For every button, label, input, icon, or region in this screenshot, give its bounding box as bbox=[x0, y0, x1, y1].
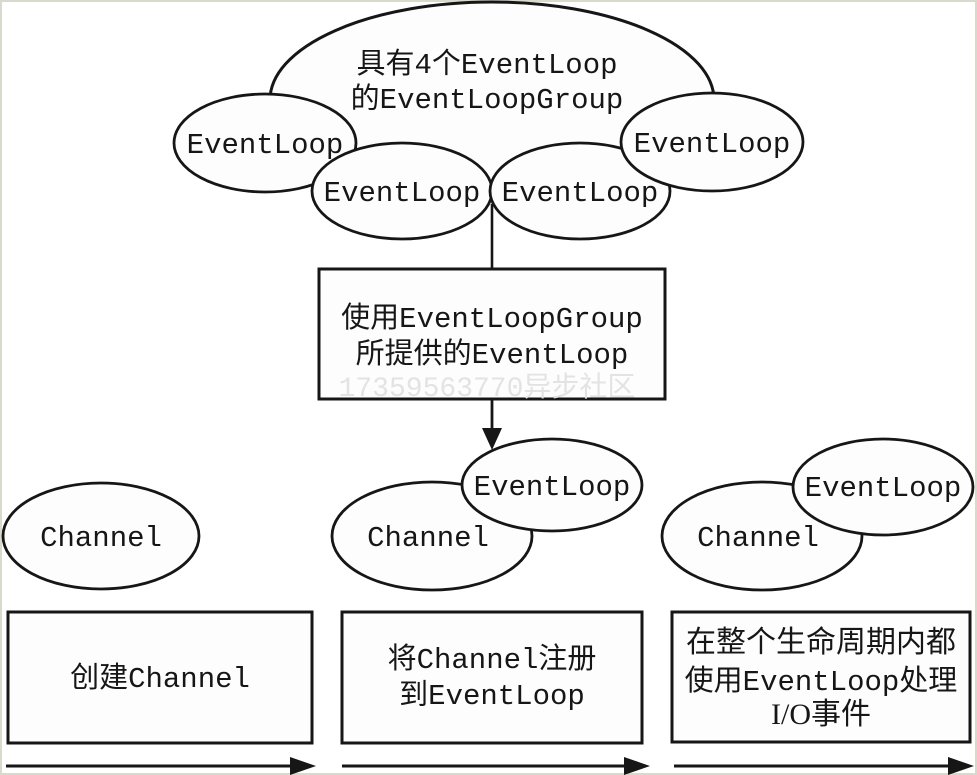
eventloop-label-2: EventLoop bbox=[324, 177, 481, 210]
watermark-text: 17359563770异步社区 bbox=[339, 371, 636, 405]
eventloop-label-1: EventLoop bbox=[187, 129, 344, 162]
stage1-channel-label: Channel bbox=[40, 522, 162, 555]
stage2-eventloop-ellipse bbox=[460, 437, 644, 533]
stage3-caption-line2: 使用EventLoop处理 bbox=[685, 664, 958, 699]
provider-box-line1: 使用EventLoopGroup bbox=[341, 301, 643, 336]
eventloop-label-4: EventLoop bbox=[634, 128, 791, 161]
stage2-channel-label: Channel bbox=[367, 522, 489, 555]
eventloop-ellipse-1 bbox=[172, 92, 358, 194]
stage3-eventloop-label: EventLoop bbox=[805, 472, 962, 505]
box-to-eventloop-arrowhead bbox=[482, 428, 502, 450]
eventloop-label-3: EventLoop bbox=[502, 177, 659, 210]
timeline-arrow-1-head bbox=[290, 757, 316, 775]
stage2-caption-box bbox=[340, 610, 644, 745]
timeline-arrow-3-head bbox=[948, 757, 974, 775]
eventloop-ellipse-4 bbox=[619, 91, 805, 193]
eventloop-ellipse-3 bbox=[488, 141, 672, 241]
stage1-channel-ellipse bbox=[1, 481, 201, 591]
provider-box-line2: 所提供的EventLoop bbox=[356, 337, 629, 372]
stage1-caption-box bbox=[6, 610, 314, 745]
eventloopgroup-label-line2: 的EventLoopGroup bbox=[351, 82, 624, 117]
stage3-eventloop-ellipse bbox=[791, 437, 975, 537]
stage3-caption-box bbox=[670, 610, 972, 744]
stage2-caption-line2: 到EventLoop bbox=[399, 679, 585, 713]
stage3-caption-line1: 在整个生命周期内都 bbox=[686, 626, 956, 659]
stage2-eventloop-label: EventLoop bbox=[474, 471, 631, 504]
stage3-caption-line3: I/O事件 bbox=[771, 698, 871, 731]
timeline-arrow-2-head bbox=[624, 757, 650, 775]
eventloopgroup-label-line1: 具有4个EventLoop bbox=[356, 47, 617, 82]
stage1-caption: 创建Channel bbox=[70, 661, 250, 696]
stage3-channel-label: Channel bbox=[697, 522, 819, 555]
stage2-caption-line1: 将Channel注册 bbox=[388, 642, 597, 677]
